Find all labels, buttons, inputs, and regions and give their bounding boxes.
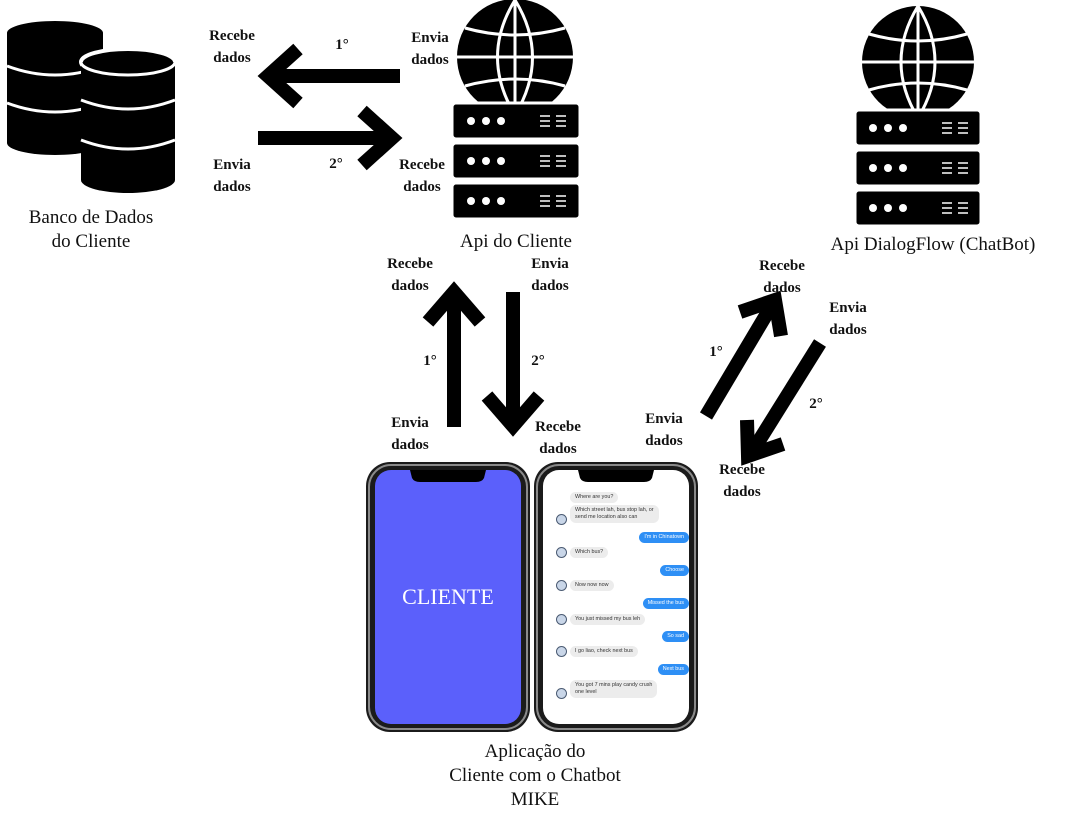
chat-message-incoming: I go liao, check next bus bbox=[570, 646, 638, 658]
server-rack bbox=[450, 101, 582, 221]
order-2-label: 2° bbox=[531, 353, 545, 369]
api-cliente-caption: Api do Cliente bbox=[460, 231, 572, 252]
order-2-label: 2° bbox=[809, 396, 823, 412]
chat-message-outgoing: Choose bbox=[660, 565, 689, 577]
bot-avatar bbox=[556, 514, 567, 525]
bot-avatar bbox=[556, 580, 567, 591]
database-icon bbox=[6, 21, 177, 193]
arrow-to-dialogflow-head bbox=[737, 290, 788, 338]
chat-message-outgoing: So sad bbox=[662, 631, 689, 643]
arrow-to-dialogflow bbox=[699, 301, 779, 420]
order-2-label: 2° bbox=[329, 156, 343, 172]
chat-message-line: send me location also can bbox=[575, 514, 638, 521]
server-globe-icon bbox=[853, 5, 983, 228]
aplicacao-caption: Aplicação do Cliente com o Chatbot MIKE bbox=[449, 741, 621, 810]
chat-message-incoming: You just missed my bus leh bbox=[570, 614, 646, 626]
api-dialogflow-caption: Api DialogFlow (ChatBot) bbox=[830, 234, 1036, 255]
chat-message-line: You got 7 mins play candy crush bbox=[575, 682, 653, 688]
chat-message-outgoing: Next bus bbox=[657, 664, 689, 676]
bot-avatar bbox=[556, 547, 567, 558]
bot-avatar bbox=[556, 646, 567, 657]
chat-message-line: one level bbox=[575, 689, 597, 696]
arrow-to-api-cliente-head bbox=[357, 105, 403, 171]
chat-message-incoming: Where are you? bbox=[570, 492, 619, 504]
cliente-screen-text: CLIENTE bbox=[402, 584, 494, 609]
arrow-from-dialogflow bbox=[746, 339, 826, 456]
bot-avatar bbox=[556, 614, 567, 625]
chat-screen: Where are you? Which street lah, bus sto… bbox=[546, 480, 694, 720]
bot-avatar bbox=[556, 688, 567, 699]
arrow-down-to-app-head bbox=[481, 391, 545, 437]
chat-message-outgoing: Missed the bus bbox=[642, 598, 689, 610]
chat-message-incoming: Now now now bbox=[570, 580, 614, 592]
order-1-label: 1° bbox=[709, 344, 723, 360]
phone-cliente bbox=[366, 462, 530, 732]
chat-message-outgoing: I'm in Chinatown bbox=[639, 532, 689, 544]
order-1-label: 1° bbox=[423, 353, 437, 369]
arrow-to-database-head bbox=[257, 43, 303, 109]
server-globe-icon bbox=[450, 0, 582, 221]
database-caption: Banco de Dados do Cliente bbox=[28, 207, 154, 252]
chat-message-line: Which street lah, bus stop lah, or bbox=[575, 507, 654, 513]
order-1-label: 1° bbox=[335, 37, 349, 53]
arrow-up-to-api-head bbox=[422, 281, 486, 327]
chat-message-incoming: Which bus? bbox=[570, 547, 609, 559]
arrow-from-dialogflow-head bbox=[740, 419, 786, 466]
